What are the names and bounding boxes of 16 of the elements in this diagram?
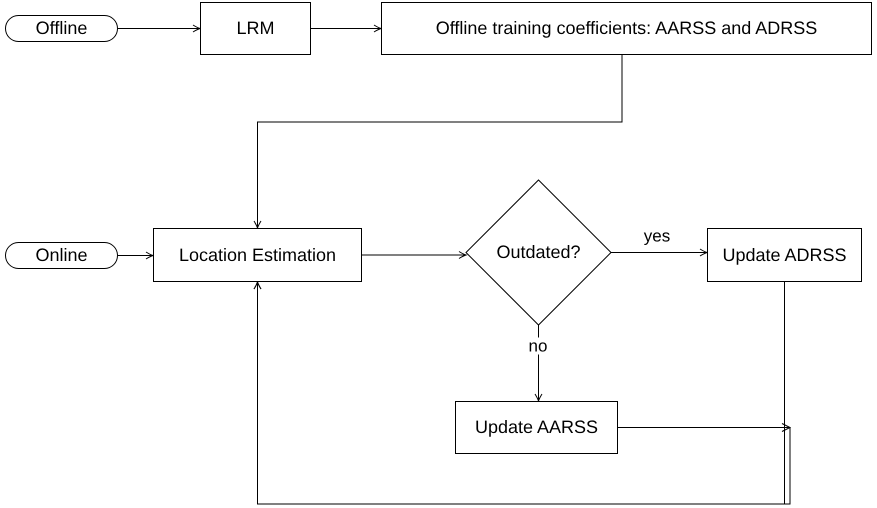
process-box — [707, 228, 862, 282]
node-label: LRM — [236, 17, 274, 40]
node-label: Location Estimation — [178, 244, 336, 266]
terminal-pill — [5, 242, 118, 269]
process-box — [153, 228, 362, 282]
terminal-pill — [5, 15, 118, 42]
process-box — [381, 2, 872, 55]
edge-label: no — [528, 338, 548, 354]
process-box — [455, 401, 618, 454]
node-label: Outdated? — [496, 241, 581, 264]
node-label: Update ADRSS — [722, 244, 847, 267]
process-box — [200, 2, 311, 55]
node-label: Online — [35, 244, 88, 267]
node-label: Offline training coefficients: AARSS and ADRSS — [436, 17, 818, 40]
node-label: Update AARSS — [474, 416, 598, 439]
node-label: Offline — [36, 17, 88, 40]
